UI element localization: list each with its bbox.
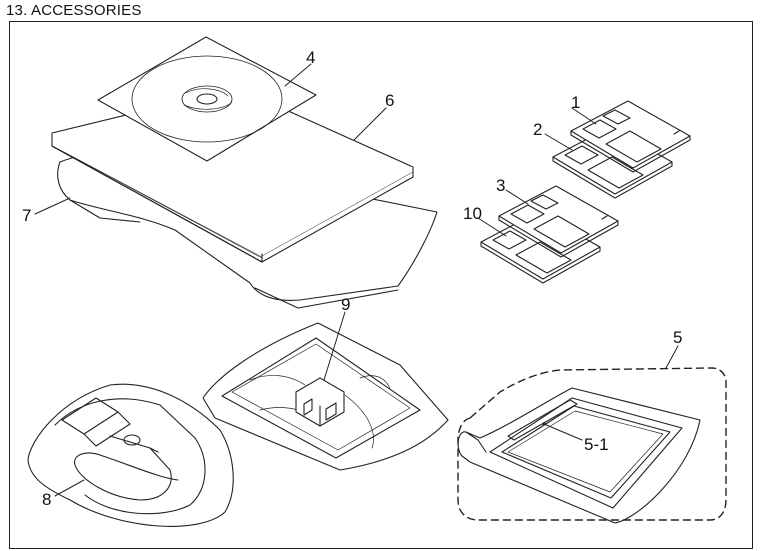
set-boundary-dashed — [457, 367, 727, 521]
section-title: 13. ACCESSORIES — [6, 2, 142, 19]
callout-9: 9 — [341, 295, 350, 314]
callout-4: 4 — [306, 48, 315, 67]
floppy-disk-1 — [570, 100, 691, 173]
instruction-manual-6 — [51, 87, 414, 263]
cd-rom-4 — [97, 36, 317, 162]
callout-8: 8 — [42, 490, 51, 509]
callout-7: 7 — [22, 206, 31, 225]
callout-2: 2 — [533, 120, 542, 139]
callout-5: 5 — [673, 328, 682, 347]
callout-3: 3 — [496, 176, 505, 195]
embroidery-frame-set-5 — [457, 387, 701, 524]
callout-6: 6 — [385, 91, 394, 110]
floppy-disk-3 — [498, 185, 619, 258]
diagram-frame — [9, 21, 753, 549]
callout-1: 1 — [571, 93, 580, 112]
cable-bag-8 — [27, 383, 234, 527]
leader-lines — [34, 63, 679, 497]
callout-10: 10 — [463, 204, 482, 223]
ferrite-core-bag-9 — [202, 322, 449, 471]
callout-5-1: 5-1 — [584, 435, 609, 454]
